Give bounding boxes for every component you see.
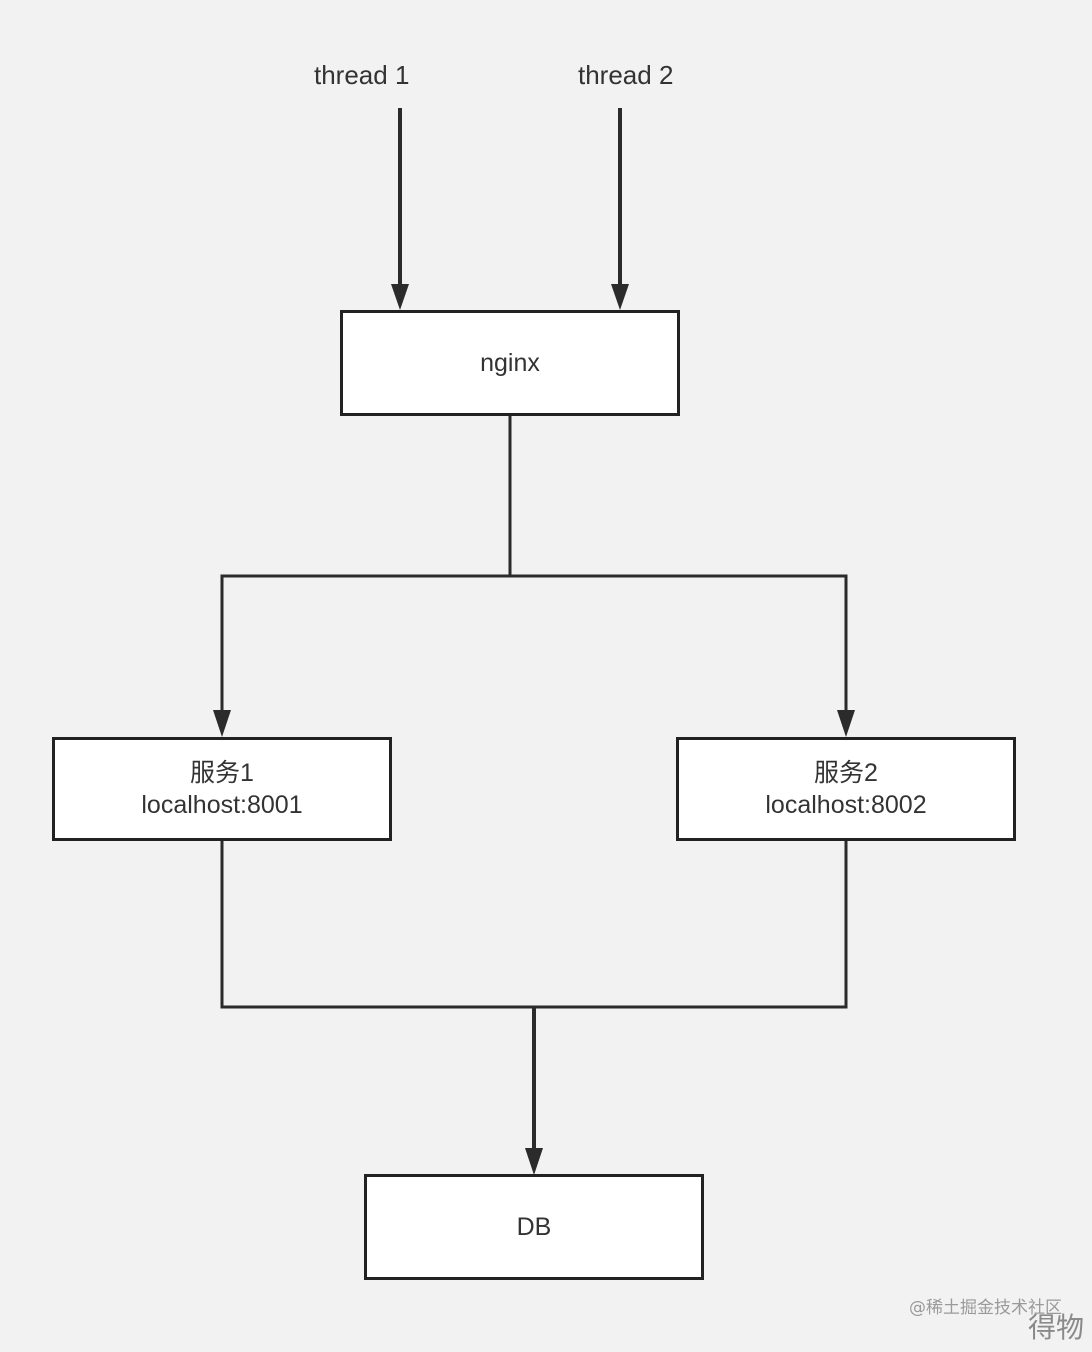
site-watermark: @稀土掘金技术社区 [909,1298,1062,1318]
thread2-label: thread 2 [578,60,674,90]
db-node: DB [364,1174,704,1280]
db-label: DB [516,1213,552,1241]
nginx-node: nginx [340,310,680,416]
service2-node: 服务2 localhost:8002 [676,737,1016,841]
connector-services-to-db [220,840,848,1175]
thread1-label: thread 1 [314,60,410,90]
service1-address: localhost:8001 [141,791,303,819]
arrow-thread2-to-nginx [611,108,629,310]
corner-watermark: 得物 [1027,1311,1084,1344]
arrow-thread1-to-nginx [391,108,409,310]
service2-address: localhost:8002 [765,791,927,819]
service1-node: 服务1 localhost:8001 [52,737,392,841]
service1-name: 服务1 [190,759,254,787]
nginx-label: nginx [480,349,540,377]
connector-nginx-split [213,414,855,737]
service2-name: 服务2 [814,759,878,787]
